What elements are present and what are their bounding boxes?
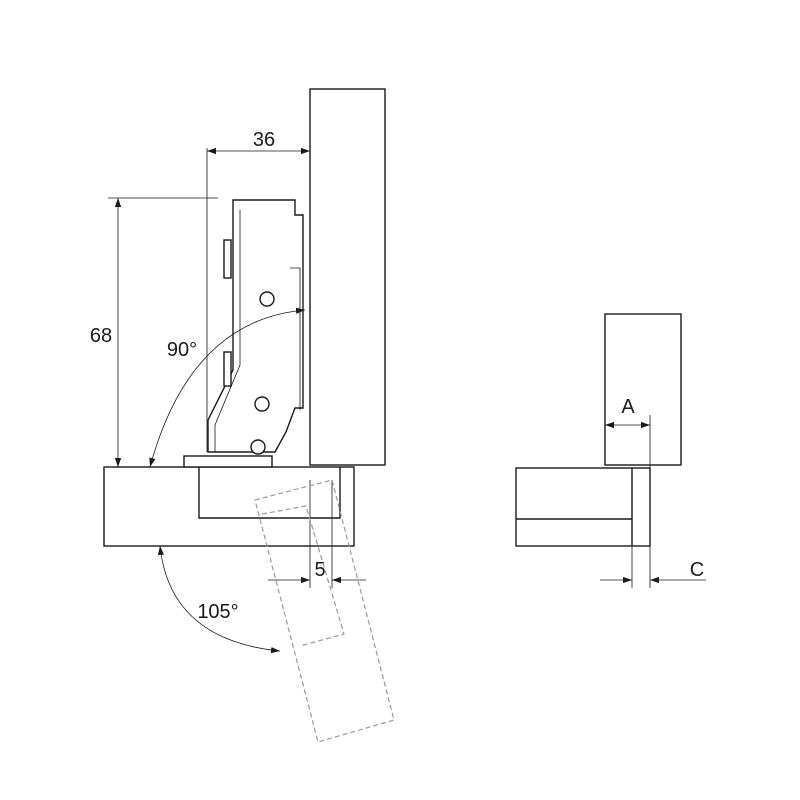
mounting-plate: [183, 455, 273, 468]
door-side-view: [604, 313, 682, 466]
arc-90: [149, 307, 306, 468]
cabinet-side-view: [515, 467, 651, 547]
dim-label-36: 36: [253, 129, 275, 151]
cup-recess: [198, 467, 341, 519]
dim-label-c: C: [690, 559, 704, 581]
screw-hole-middle: [254, 396, 270, 412]
door-panel: [309, 88, 386, 466]
screw-hole-lower: [250, 439, 266, 455]
adjust-slot-lower: [223, 351, 232, 387]
dim-label-a: A: [621, 396, 635, 418]
arc-105: [157, 545, 281, 654]
screw-hole-upper: [259, 291, 275, 307]
hinge-arm: [207, 199, 304, 453]
opened-door-phantom: [254, 479, 395, 743]
opened-door-inner-phantom: [261, 505, 345, 647]
angle-label-90: 90°: [167, 339, 197, 361]
dim-label-5: 5: [314, 559, 325, 581]
angle-label-105: 105°: [197, 601, 238, 623]
adjust-slot-upper: [223, 239, 232, 279]
cabinet-side: [103, 466, 355, 547]
dim-label-68: 68: [90, 325, 112, 347]
